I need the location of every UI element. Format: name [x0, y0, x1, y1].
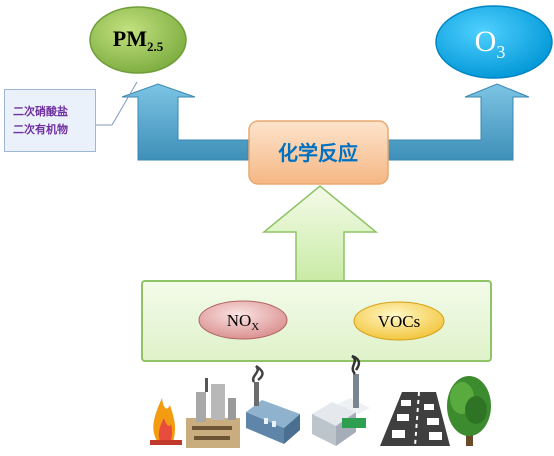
nox-label: NO: [227, 311, 252, 330]
industrial-plant-icon: [186, 378, 240, 448]
tree-icon: [447, 376, 491, 446]
vocs-node: VOCs: [353, 301, 445, 341]
svg-text:O3: O3: [475, 25, 506, 62]
vocs-label: VOCs: [378, 312, 421, 331]
chemical-reaction-label: 化学反应: [278, 141, 358, 165]
flow-arrow-right: [387, 83, 530, 161]
secondary-products-callout: 二次硝酸盐 二次有机物: [4, 89, 96, 152]
callout-line-secondary-organics: 二次有机物: [13, 122, 68, 136]
traffic-icon: [380, 391, 450, 447]
fire-icon: [150, 398, 182, 445]
nox-node: NOX: [198, 300, 288, 340]
callout-line-secondary-nitrate: 二次硝酸盐: [13, 104, 68, 118]
precursors-box: [141, 280, 492, 362]
flow-arrow-left: [121, 83, 249, 161]
nox-subscript: X: [251, 321, 259, 333]
pm25-label: PM: [113, 26, 147, 51]
chemical-reaction-box: 化学反应: [248, 120, 389, 185]
o3-label: O: [475, 25, 497, 58]
factory-icon: [246, 364, 300, 444]
svg-text:PM2.5: PM2.5: [113, 26, 164, 54]
pm25-subscript: 2.5: [147, 39, 164, 54]
upward-arrow: [261, 185, 379, 283]
annotation-leader-line: [96, 81, 138, 126]
power-plant-icon: [312, 354, 370, 446]
svg-text:NOX: NOX: [227, 311, 260, 333]
pm25-node: PM2.5: [89, 6, 187, 74]
o3-subscript: 3: [496, 42, 505, 62]
o3-node: O3: [435, 5, 553, 79]
